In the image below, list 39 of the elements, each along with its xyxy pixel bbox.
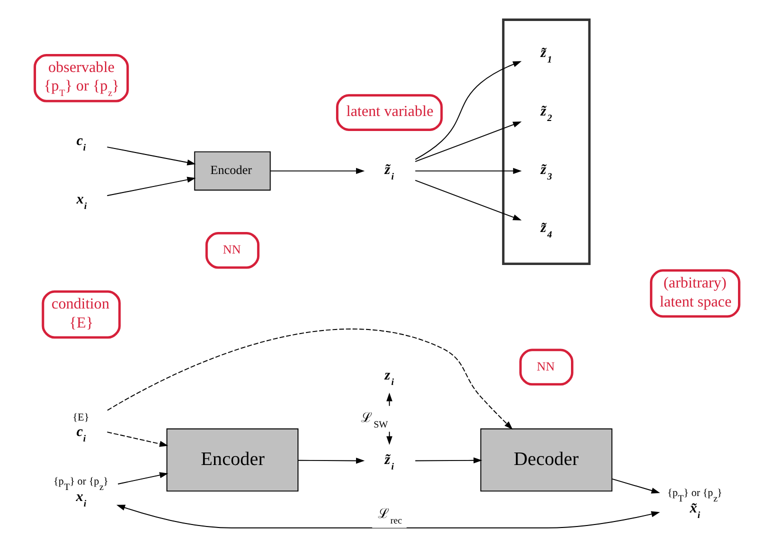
node-text: z̃$_{4}$: [540, 220, 552, 241]
arrow: [116, 504, 660, 528]
arrow: [106, 176, 196, 196]
arrow: [116, 472, 168, 484]
arrow: [414, 61, 522, 160]
node-box: NN: [518, 348, 573, 386]
node-text: z̃$_{3}$: [540, 162, 552, 182]
node-box: condition {E}: [41, 290, 120, 339]
edge-label: ℒ$_{SW}$: [360, 410, 388, 430]
arrow: [270, 168, 364, 174]
node-box: observable {p$_{T}$} or {p$_{z}$}: [33, 54, 128, 102]
arrow: [106, 432, 168, 447]
arrow: [414, 180, 522, 220]
node-box: Encoder: [194, 151, 270, 191]
node-box: Encoder: [166, 428, 298, 492]
node-box: Decoder: [480, 428, 612, 492]
node-text: z̃$_{i}$: [384, 162, 394, 182]
arrow: [611, 478, 660, 494]
node-box: (arbitrary) latent space: [649, 269, 740, 318]
node-box: NN: [204, 232, 259, 269]
node-text: z̃$_{2}$: [540, 103, 552, 124]
node-text: c$_{i}$: [76, 133, 86, 154]
arrow: [414, 168, 522, 174]
node-text: x$_{i}$: [76, 191, 86, 212]
node-text: x̃$_{i}$: [689, 500, 700, 522]
node-text: z̃$_{1}$: [540, 45, 552, 66]
arrow: [106, 146, 196, 166]
node-text: z$_{i}$: [384, 368, 394, 388]
arrow: [106, 328, 512, 430]
arrow: [414, 457, 482, 464]
node-text: z̃$_{i}$: [384, 452, 394, 472]
node-text: x$_{i}$: [75, 489, 86, 510]
cluster: [502, 18, 590, 265]
node-text: c$_{i}$: [76, 424, 86, 445]
arrow: [414, 122, 522, 162]
node-label: {E}: [72, 412, 89, 424]
edge-label: ℒ$_{rec}$: [377, 506, 402, 527]
arrow: [297, 458, 364, 464]
node-box: latent variable: [336, 94, 442, 131]
